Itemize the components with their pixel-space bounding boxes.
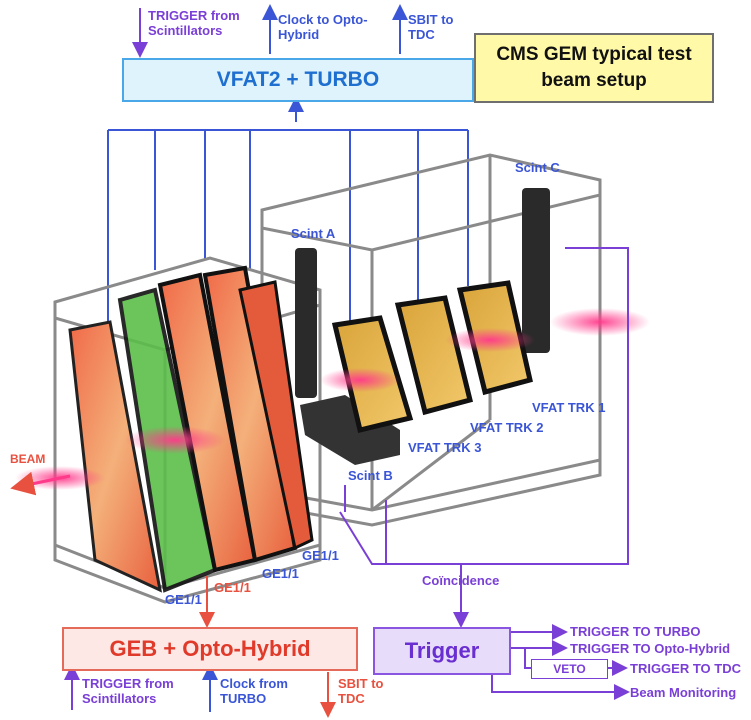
trigger-lines bbox=[339, 247, 630, 700]
beam bbox=[10, 308, 650, 496]
ge11-label-2: GE1/1 bbox=[262, 566, 299, 581]
trigger-to-opto-label: TRIGGER TO Opto-Hybrid bbox=[570, 641, 731, 656]
trigger-to-turbo-label: TRIGGER TO TURBO bbox=[570, 624, 701, 639]
top-arrows bbox=[132, 4, 408, 58]
scint-b-paddle bbox=[300, 395, 400, 465]
ge11-label-1: GE1/1 bbox=[302, 548, 339, 563]
vfat2-turbo-box: VFAT2 + TURBO bbox=[122, 58, 474, 102]
vfat-trk-2-label: VFAT TRK 2 bbox=[470, 420, 544, 435]
scint-c-label: Scint C bbox=[515, 160, 560, 175]
bottom-arrows bbox=[64, 664, 336, 718]
veto-box: VETO bbox=[531, 659, 608, 679]
diagram-title: CMS GEM typical test beam setup bbox=[474, 33, 714, 103]
beam-label: BEAM bbox=[10, 452, 46, 466]
scint-b-label: Scint B bbox=[348, 468, 393, 483]
clock-to-opto-label: Clock to Opto-Hybrid bbox=[278, 12, 368, 42]
tracker-planes bbox=[331, 280, 533, 434]
scint-a-paddle bbox=[295, 248, 317, 398]
vfat-trk-3-label: VFAT TRK 3 bbox=[408, 440, 482, 455]
scint-c-paddle bbox=[522, 188, 550, 353]
ge11-label-4: GE1/1 bbox=[165, 592, 202, 607]
beam-monitoring-label: Beam Monitoring bbox=[630, 685, 737, 700]
trigger-to-tdc-label: TRIGGER TO TDC bbox=[630, 661, 741, 676]
geb-opto-hybrid-box: GEB + Opto-Hybrid bbox=[62, 627, 358, 671]
vfat-bus-lines bbox=[107, 96, 469, 332]
vfat-trk-1-label: VFAT TRK 1 bbox=[532, 400, 606, 415]
scintillators bbox=[295, 188, 550, 465]
ge11-label-3: GE1/1 bbox=[214, 580, 251, 595]
trigger-box: Trigger bbox=[373, 627, 511, 675]
coincidence-label: Coïncidence bbox=[422, 573, 500, 588]
scint-a-label: Scint A bbox=[291, 226, 336, 241]
